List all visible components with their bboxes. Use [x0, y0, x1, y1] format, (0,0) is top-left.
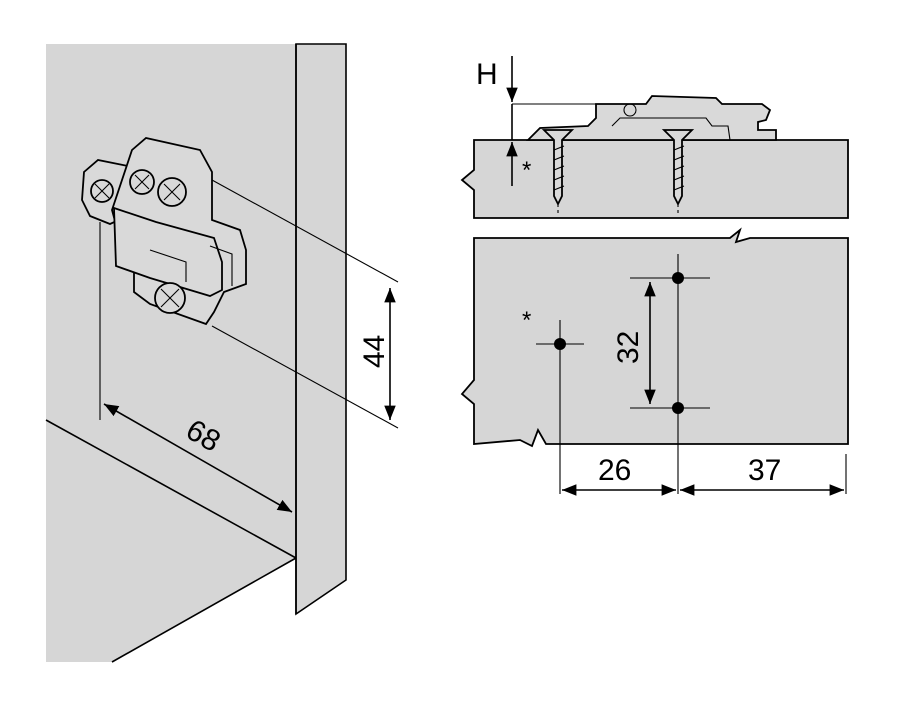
- drill-hole: [672, 402, 684, 414]
- mounting-plate-perspective: [81, 137, 247, 326]
- cabinet-front-edge: [295, 43, 347, 616]
- drilling-panel: [460, 227, 849, 448]
- cabinet-perspective-view: [45, 43, 347, 663]
- screw-icon: [661, 129, 695, 216]
- dimension-32: 32: [612, 331, 645, 364]
- note-asterisk-drilling: *: [522, 307, 531, 334]
- drill-hole: [554, 338, 566, 350]
- note-asterisk-section: *: [522, 157, 531, 184]
- dimension-37: 37: [748, 454, 781, 487]
- dimension-h-label: H: [476, 58, 498, 91]
- cross-section-view: [460, 56, 849, 219]
- drill-hole: [672, 272, 684, 284]
- left-dimension-lines: [99, 179, 399, 520]
- dimension-44: 44: [358, 335, 391, 368]
- plate-cam-body: [113, 206, 223, 297]
- dimension-26: 26: [598, 454, 631, 487]
- section-panel: [460, 139, 849, 219]
- screw-icon: [541, 129, 575, 216]
- drilling-pattern-view: [460, 227, 849, 496]
